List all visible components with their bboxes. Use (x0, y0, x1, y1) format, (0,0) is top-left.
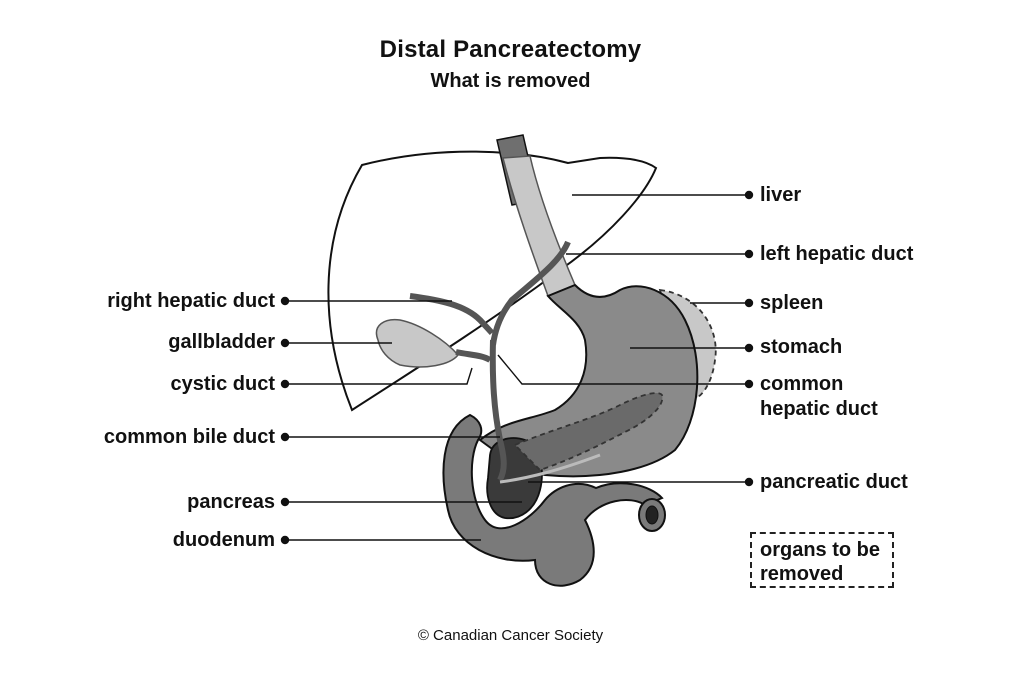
pancreas-tail-shape (513, 392, 664, 472)
diagram-subtitle: What is removed (430, 70, 591, 92)
label-common-hepatic-duct-line2: hepatic duct (760, 398, 878, 420)
legend-text: organs to be removed (760, 538, 880, 586)
leader-lines-left (280, 296, 522, 545)
label-pancreatic-duct: pancreatic duct (760, 471, 908, 493)
right-hepatic-duct-shape (409, 293, 495, 336)
label-liver: liver (760, 184, 802, 206)
copyright-notice: © Canadian Cancer Society (417, 627, 604, 644)
label-stomach: stomach (760, 336, 843, 358)
label-left-hepatic-duct: left hepatic duct (760, 243, 914, 265)
cystic-duct-shape (455, 349, 492, 363)
label-common-hepatic-duct-line1: common (760, 373, 844, 395)
label-cystic-duct: cystic duct (170, 373, 275, 395)
left-hepatic-duct-shape (490, 240, 571, 346)
label-gallbladder: gallbladder (168, 331, 275, 353)
label-spleen: spleen (760, 292, 824, 314)
common-bile-duct-shape (489, 339, 507, 482)
label-common-bile-duct: common bile duct (103, 426, 275, 448)
label-right-hepatic-duct: right hepatic duct (107, 290, 275, 312)
legend-line1: organs to be (760, 539, 881, 561)
legend-box: organs to be removed (750, 532, 894, 588)
legend-line2: removed (760, 563, 844, 585)
intestine-lumen-shape (645, 505, 659, 525)
leader-lines-right (497, 190, 754, 487)
label-pancreas: pancreas (187, 491, 275, 513)
pancreatic-duct-shape (499, 453, 601, 484)
stomach-shape (478, 283, 699, 478)
label-duodenum: duodenum (172, 529, 275, 551)
diagram-title: Distal Pancreatectomy (379, 36, 642, 63)
